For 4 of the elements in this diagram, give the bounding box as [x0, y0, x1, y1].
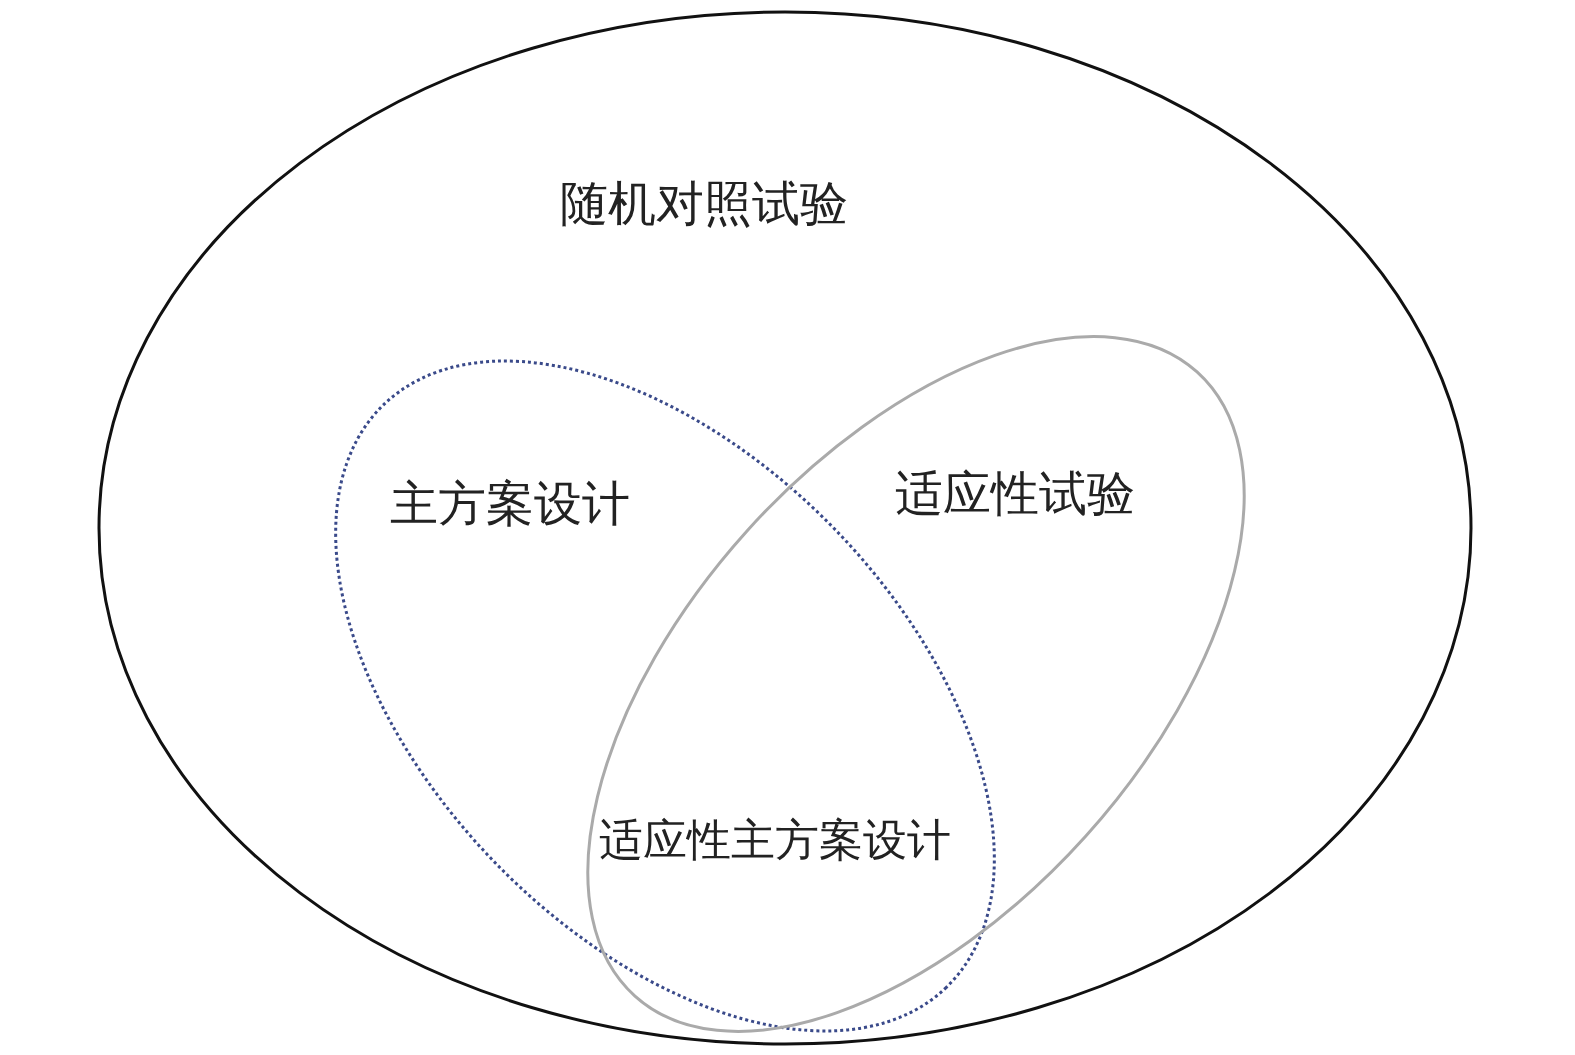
set-label: 主方案设计: [390, 475, 630, 533]
set-label: 适应性试验: [895, 465, 1135, 523]
set-label: 随机对照试验: [560, 175, 848, 233]
intersection-label: 适应性主方案设计: [599, 813, 951, 867]
